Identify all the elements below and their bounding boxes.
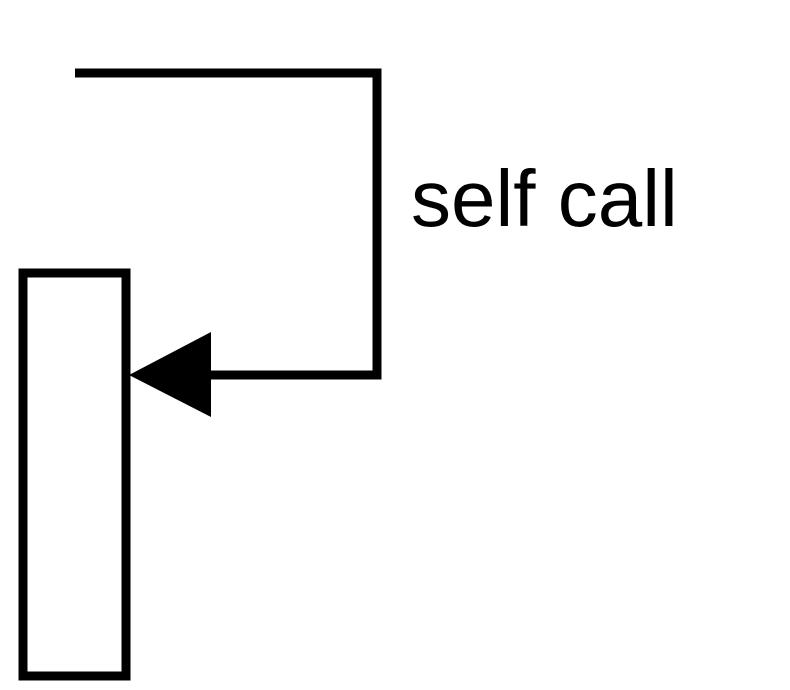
self-call-arrowhead: [129, 332, 211, 417]
self-call-label: self call: [411, 154, 678, 243]
activation-bar: [18, 268, 131, 681]
self-call-message-line: [75, 68, 382, 380]
